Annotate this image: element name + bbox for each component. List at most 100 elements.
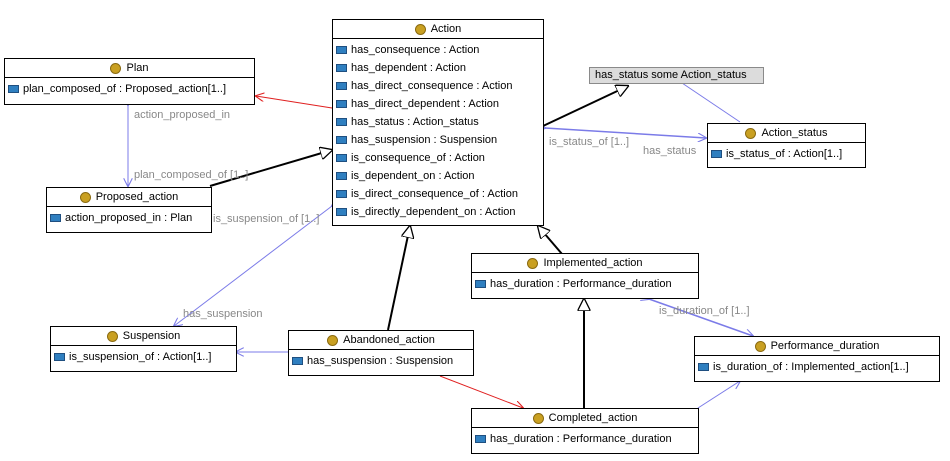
attribute-label: is_duration_of : Implemented_action[1..] [713,361,909,373]
edge-abandoned-to-completed [439,375,523,408]
attribute-icon [336,64,347,72]
class-icon [327,334,339,346]
attribute-row[interactable]: is_dependent_on : Action [333,167,543,185]
note-text: has_status some Action_status [595,69,747,81]
edge-abandoned-to-action [387,226,410,331]
class-icon [532,412,544,424]
edge-proposed-action-to-action [209,150,332,187]
class-implemented-action[interactable]: Implemented_action has_duration : Perfor… [471,253,699,299]
class-icon [414,23,426,35]
class-action[interactable]: Action has_consequence : Action has_depe… [332,19,544,226]
class-implemented-action-name: Implemented_action [543,257,643,269]
class-icon [745,127,757,139]
attribute-icon [336,46,347,54]
class-proposed-action-header: Proposed_action [47,188,211,207]
edge-action-to-plan [256,96,333,109]
attribute-icon [475,280,486,288]
class-action-name: Action [430,23,462,35]
attribute-icon [336,82,347,90]
attribute-icon [292,357,303,365]
attribute-row[interactable]: has_duration : Performance_duration [472,275,698,293]
attribute-row[interactable]: is_duration_of : Implemented_action[1..] [695,358,939,376]
edge-action-status [545,128,706,138]
attribute-label: has_direct_dependent : Action [351,98,500,110]
attribute-label: has_suspension : Suspension [351,134,498,146]
class-icon [106,330,118,342]
attribute-icon [698,363,709,371]
class-abandoned-action-name: Abandoned_action [343,334,435,346]
attribute-icon [336,172,347,180]
class-plan-header: Plan [5,59,254,78]
edge-implemented-to-action [538,226,563,255]
class-abandoned-action-header: Abandoned_action [289,331,473,350]
class-icon [79,191,91,203]
class-completed-action-name: Completed_action [548,412,638,424]
attribute-icon [336,136,347,144]
attribute-icon [336,190,347,198]
attribute-label: is_directly_dependent_on : Action [351,206,516,218]
attribute-row[interactable]: is_directly_dependent_on : Action [333,203,543,221]
attribute-row[interactable]: action_proposed_in : Plan [47,209,211,227]
class-suspension-header: Suspension [51,327,236,346]
attribute-label: is_consequence_of : Action [351,152,485,164]
edge-label-plan-composed-of: plan_composed_of [1..] [134,169,249,181]
attribute-row[interactable]: is_suspension_of : Action[1..] [51,348,236,366]
class-completed-action[interactable]: Completed_action has_duration : Performa… [471,408,699,454]
class-completed-action-header: Completed_action [472,409,698,428]
edge-label-is-suspension-of: is_suspension_of [1..] [213,213,320,225]
class-action-status-name: Action_status [761,127,828,139]
class-action-header: Action [333,20,543,39]
attribute-label: has_status : Action_status [351,116,479,128]
attribute-icon [336,100,347,108]
attribute-label: has_direct_consequence : Action [351,80,513,92]
attribute-row[interactable]: is_consequence_of : Action [333,149,543,167]
attribute-icon [336,118,347,126]
attribute-label: is_status_of : Action[1..] [726,148,843,160]
attribute-row[interactable]: is_status_of : Action[1..] [708,145,865,163]
class-action-status[interactable]: Action_status is_status_of : Action[1..] [707,123,866,168]
attribute-label: action_proposed_in : Plan [65,212,193,224]
attribute-row[interactable]: has_duration : Performance_duration [472,430,698,448]
attribute-row[interactable]: plan_composed_of : Proposed_action[1..] [5,80,254,98]
edge-completed-to-duration [697,381,740,409]
class-suspension[interactable]: Suspension is_suspension_of : Action[1..… [50,326,237,372]
edge-label-has-status: has_status [643,145,697,157]
class-icon [527,257,539,269]
attribute-icon [8,85,19,93]
edge-note-to-status [681,82,741,123]
class-proposed-action-name: Proposed_action [95,191,179,203]
attribute-row[interactable]: has_direct_dependent : Action [333,95,543,113]
edge-label-is-duration-of: is_duration_of [1..] [659,305,750,317]
attribute-label: has_suspension : Suspension [307,355,454,367]
attribute-label: is_dependent_on : Action [351,170,475,182]
attribute-label: has_dependent : Action [351,62,466,74]
attribute-icon [711,150,722,158]
class-icon [754,340,766,352]
attribute-row[interactable]: has_direct_consequence : Action [333,77,543,95]
attribute-row[interactable]: has_consequence : Action [333,41,543,59]
edge-label-action-proposed-in: action_proposed_in [134,109,231,121]
attribute-icon [50,214,61,222]
class-action-status-header: Action_status [708,124,865,143]
attribute-row[interactable]: has_dependent : Action [333,59,543,77]
note-has-status[interactable]: has_status some Action_status [589,67,764,84]
class-plan[interactable]: Plan plan_composed_of : Proposed_action[… [4,58,255,105]
attribute-label: is_suspension_of : Action[1..] [69,351,212,363]
attribute-icon [336,208,347,216]
attribute-row[interactable]: has_suspension : Suspension [289,352,473,370]
class-implemented-action-header: Implemented_action [472,254,698,273]
edge-label-has-suspension: has_suspension [183,308,263,320]
attribute-label: plan_composed_of : Proposed_action[1..] [23,83,227,95]
attribute-row[interactable]: is_direct_consequence_of : Action [333,185,543,203]
class-proposed-action[interactable]: Proposed_action action_proposed_in : Pla… [46,187,212,233]
class-performance-duration[interactable]: Performance_duration is_duration_of : Im… [694,336,940,382]
class-abandoned-action[interactable]: Abandoned_action has_suspension : Suspen… [288,330,474,376]
class-performance-duration-name: Performance_duration [770,340,880,352]
attribute-row[interactable]: has_status : Action_status [333,113,543,131]
attribute-label: is_direct_consequence_of : Action [351,188,518,200]
attribute-row[interactable]: has_suspension : Suspension [333,131,543,149]
edge-action-to-note [542,86,628,127]
class-performance-duration-header: Performance_duration [695,337,939,356]
edge-implemented-duration [649,299,753,336]
